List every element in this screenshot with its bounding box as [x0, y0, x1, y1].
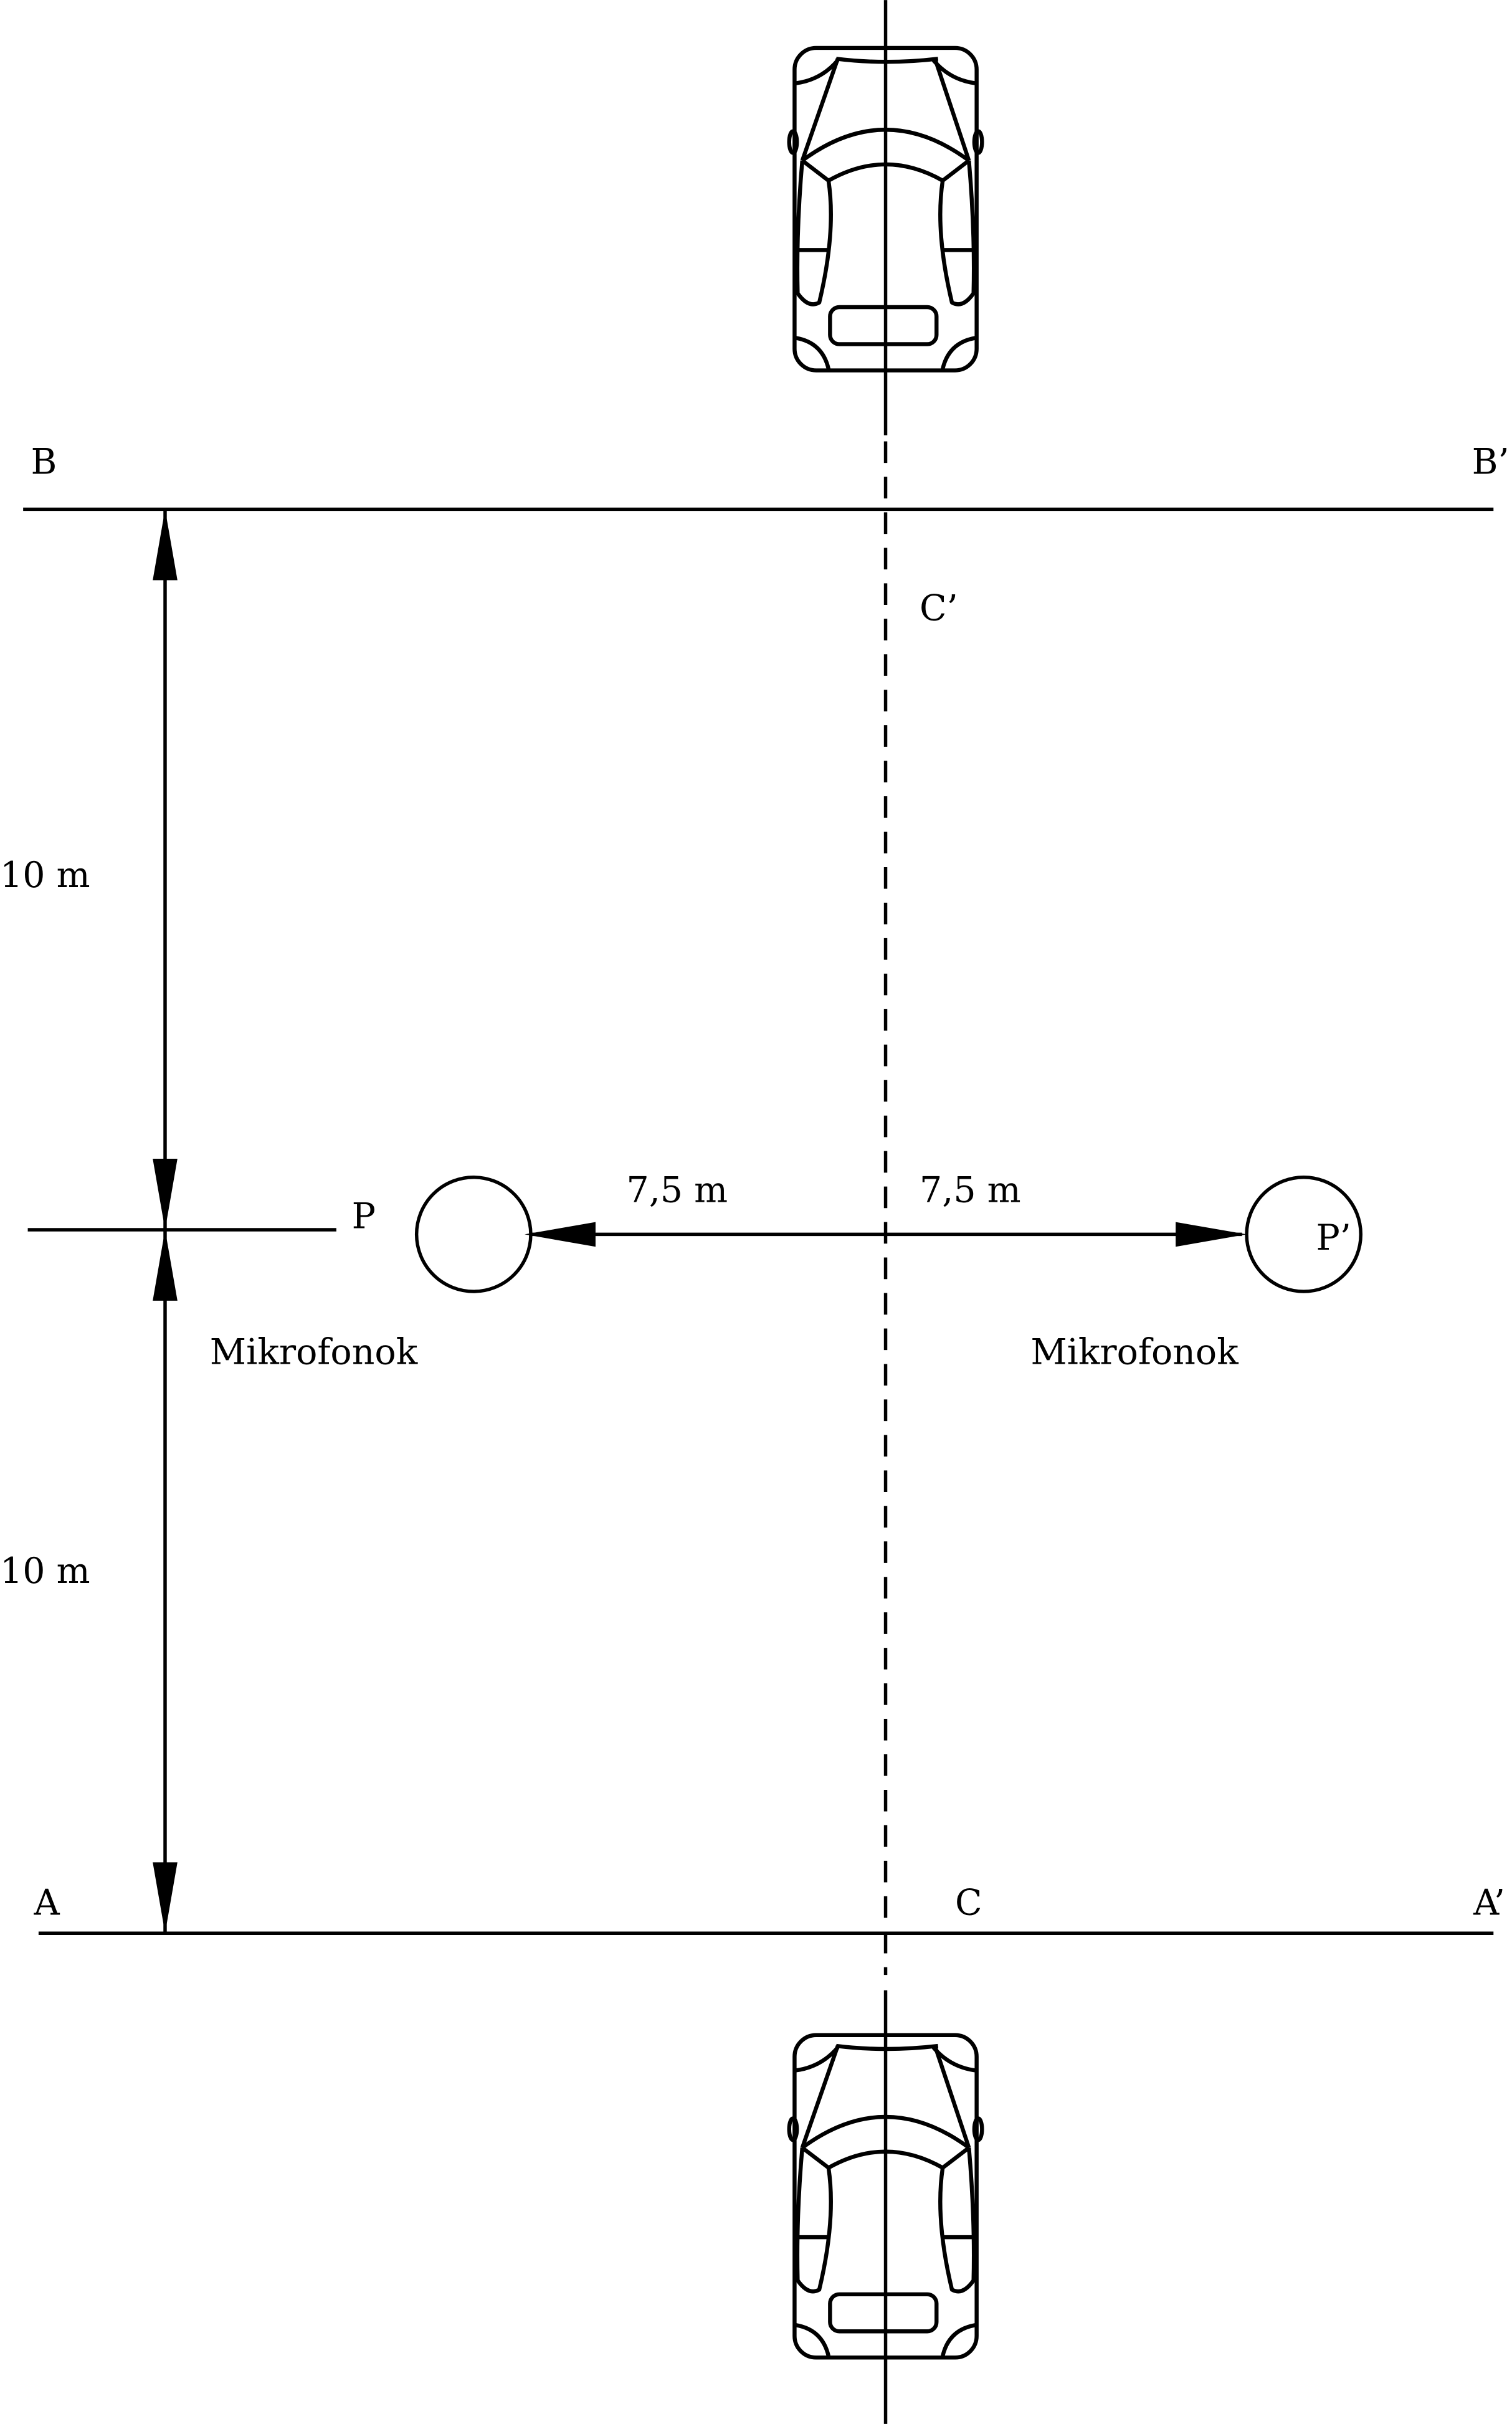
label-b: B: [31, 441, 57, 482]
label-dist-left: 7,5 m: [626, 1169, 728, 1210]
label-c: C: [955, 1883, 982, 1924]
label-mic-left: Mikrofonok: [210, 1331, 418, 1372]
microphone-left: [414, 1176, 533, 1293]
arrowhead-down-a: [153, 1862, 178, 1934]
label-a-prime: A’: [1473, 1883, 1505, 1924]
label-mic-right: Mikrofonok: [1030, 1331, 1239, 1372]
label-a: A: [33, 1883, 60, 1924]
arrowhead-up-b: [153, 509, 178, 581]
arrowhead-left: [525, 1222, 596, 1247]
arrowhead-right: [1176, 1222, 1247, 1247]
label-c-prime: C’: [920, 588, 958, 629]
arrowhead-up-p: [153, 1229, 178, 1301]
label-p: P: [352, 1196, 376, 1237]
label-dist-lower: 10 m: [0, 1551, 90, 1592]
label-dist-upper: 10 m: [0, 855, 90, 896]
label-p-prime: P’: [1316, 1217, 1351, 1258]
label-b-prime: B’: [1472, 441, 1510, 482]
arrowhead-down-p: [153, 1159, 178, 1230]
label-dist-right: 7,5 m: [920, 1169, 1021, 1210]
